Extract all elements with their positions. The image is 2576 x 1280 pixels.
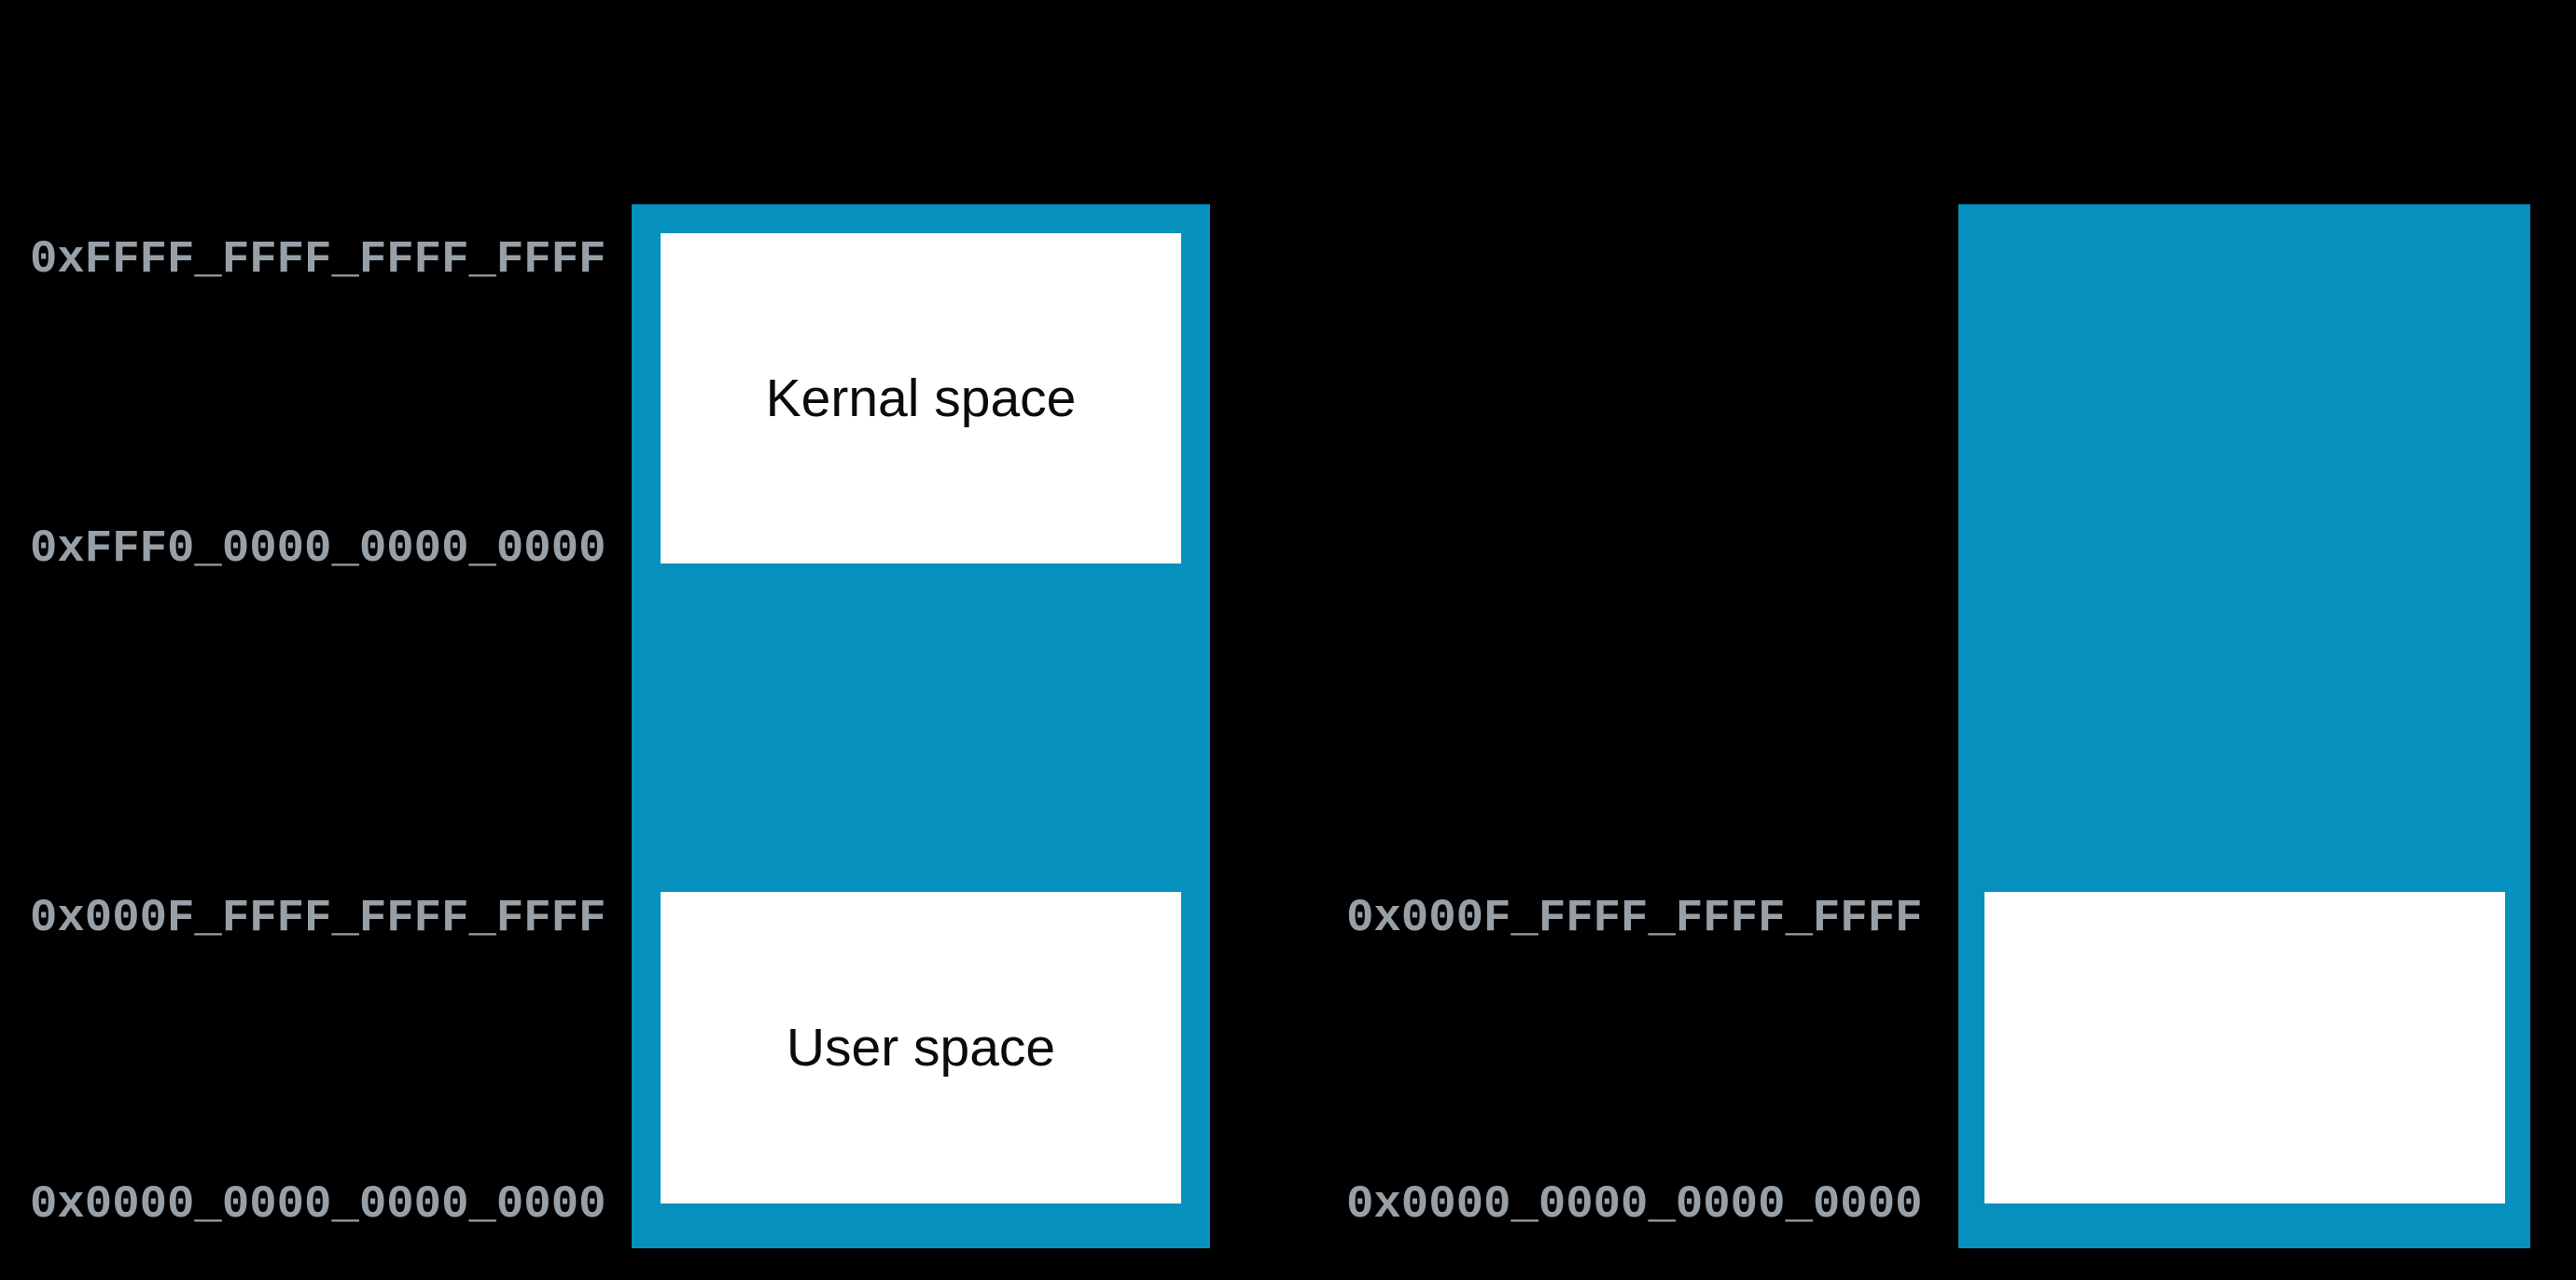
user-space-box-right-unlabeled [1984,892,2505,1203]
address-label-user-top-right: 0x000F_FFFF_FFFF_FFFF [1346,892,1923,944]
kernel-space-box: Kernal space [661,233,1181,563]
memory-column-left: Kernal space User space [632,204,1210,1248]
address-label-zero-left: 0x0000_0000_0000_0000 [30,1178,606,1231]
address-label-zero-right: 0x0000_0000_0000_0000 [1346,1178,1923,1231]
memory-column-right [1958,204,2530,1248]
user-space-box: User space [661,892,1181,1203]
address-label-kernel-base: 0xFFF0_0000_0000_0000 [30,522,606,575]
address-label-max: 0xFFFF_FFFF_FFFF_FFFF [30,233,606,285]
address-label-user-top-left: 0x000F_FFFF_FFFF_FFFF [30,892,606,944]
user-space-label: User space [786,1018,1056,1078]
kernel-space-label: Kernal space [765,369,1077,428]
